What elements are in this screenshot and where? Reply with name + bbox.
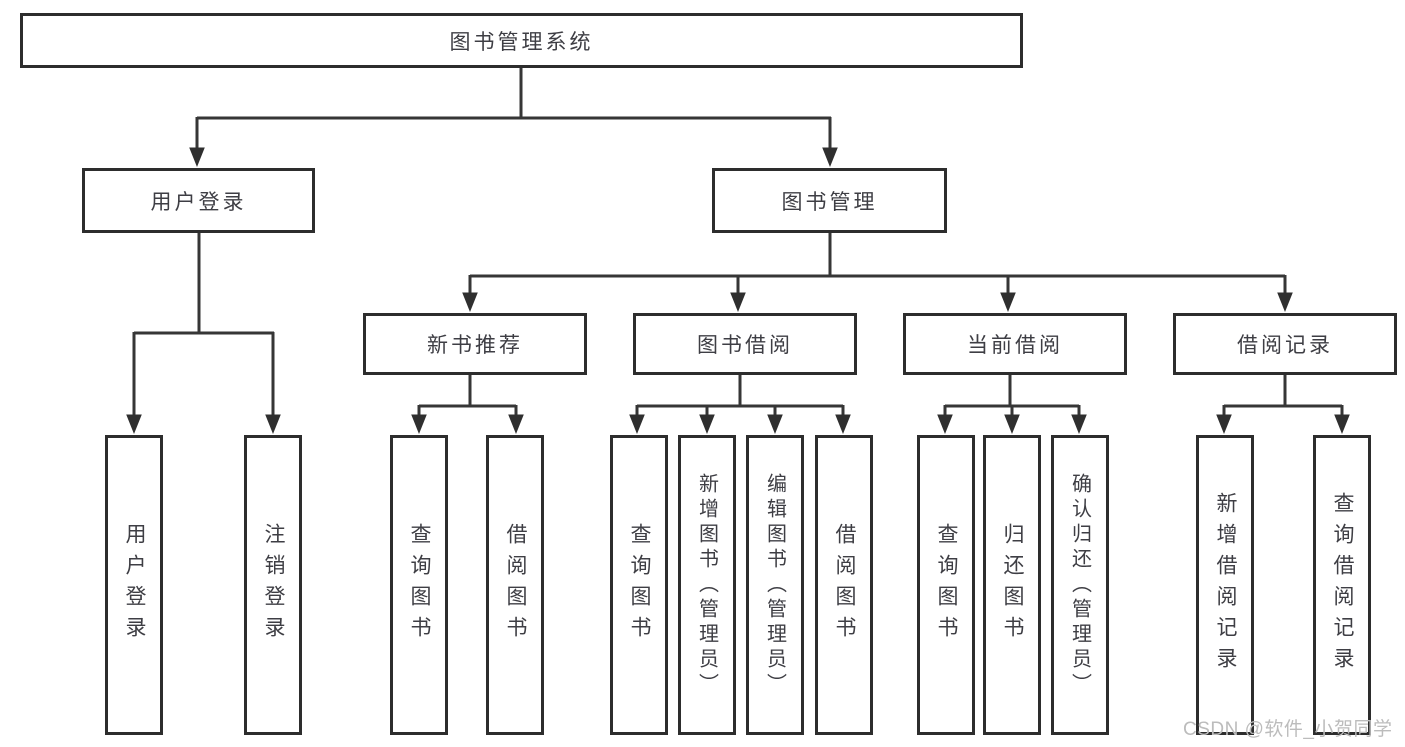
leaf-query-books-borrowing: 查询图书: [610, 435, 668, 735]
node-book-borrowing: 图书借阅: [633, 313, 857, 375]
leaf-borrow-books-recommend: 借阅图书: [486, 435, 544, 735]
node-new-book-recommendation: 新书推荐: [363, 313, 587, 375]
leaf-confirm-return-admin: 确认归还（管理员）: [1051, 435, 1109, 735]
node-current-borrowing: 当前借阅: [903, 313, 1127, 375]
leaf-return-books: 归还图书: [983, 435, 1041, 735]
node-book-management: 图书管理: [712, 168, 947, 233]
leaf-logout: 注销登录: [244, 435, 302, 735]
leaf-edit-books-admin: 编辑图书（管理员）: [746, 435, 804, 735]
leaf-add-borrow-record: 新增借阅记录: [1196, 435, 1254, 735]
leaf-add-books-admin: 新增图书（管理员）: [678, 435, 736, 735]
leaf-query-books-recommend: 查询图书: [390, 435, 448, 735]
leaf-query-books-current: 查询图书: [917, 435, 975, 735]
leaf-query-borrow-record: 查询借阅记录: [1313, 435, 1371, 735]
node-library-system: 图书管理系统: [20, 13, 1023, 68]
watermark: CSDN @软件_小贺同学: [1183, 719, 1393, 740]
node-user-login: 用户登录: [82, 168, 315, 233]
leaf-user-login: 用户登录: [105, 435, 163, 735]
node-borrowing-records: 借阅记录: [1173, 313, 1397, 375]
leaf-borrow-books-borrowing: 借阅图书: [815, 435, 873, 735]
